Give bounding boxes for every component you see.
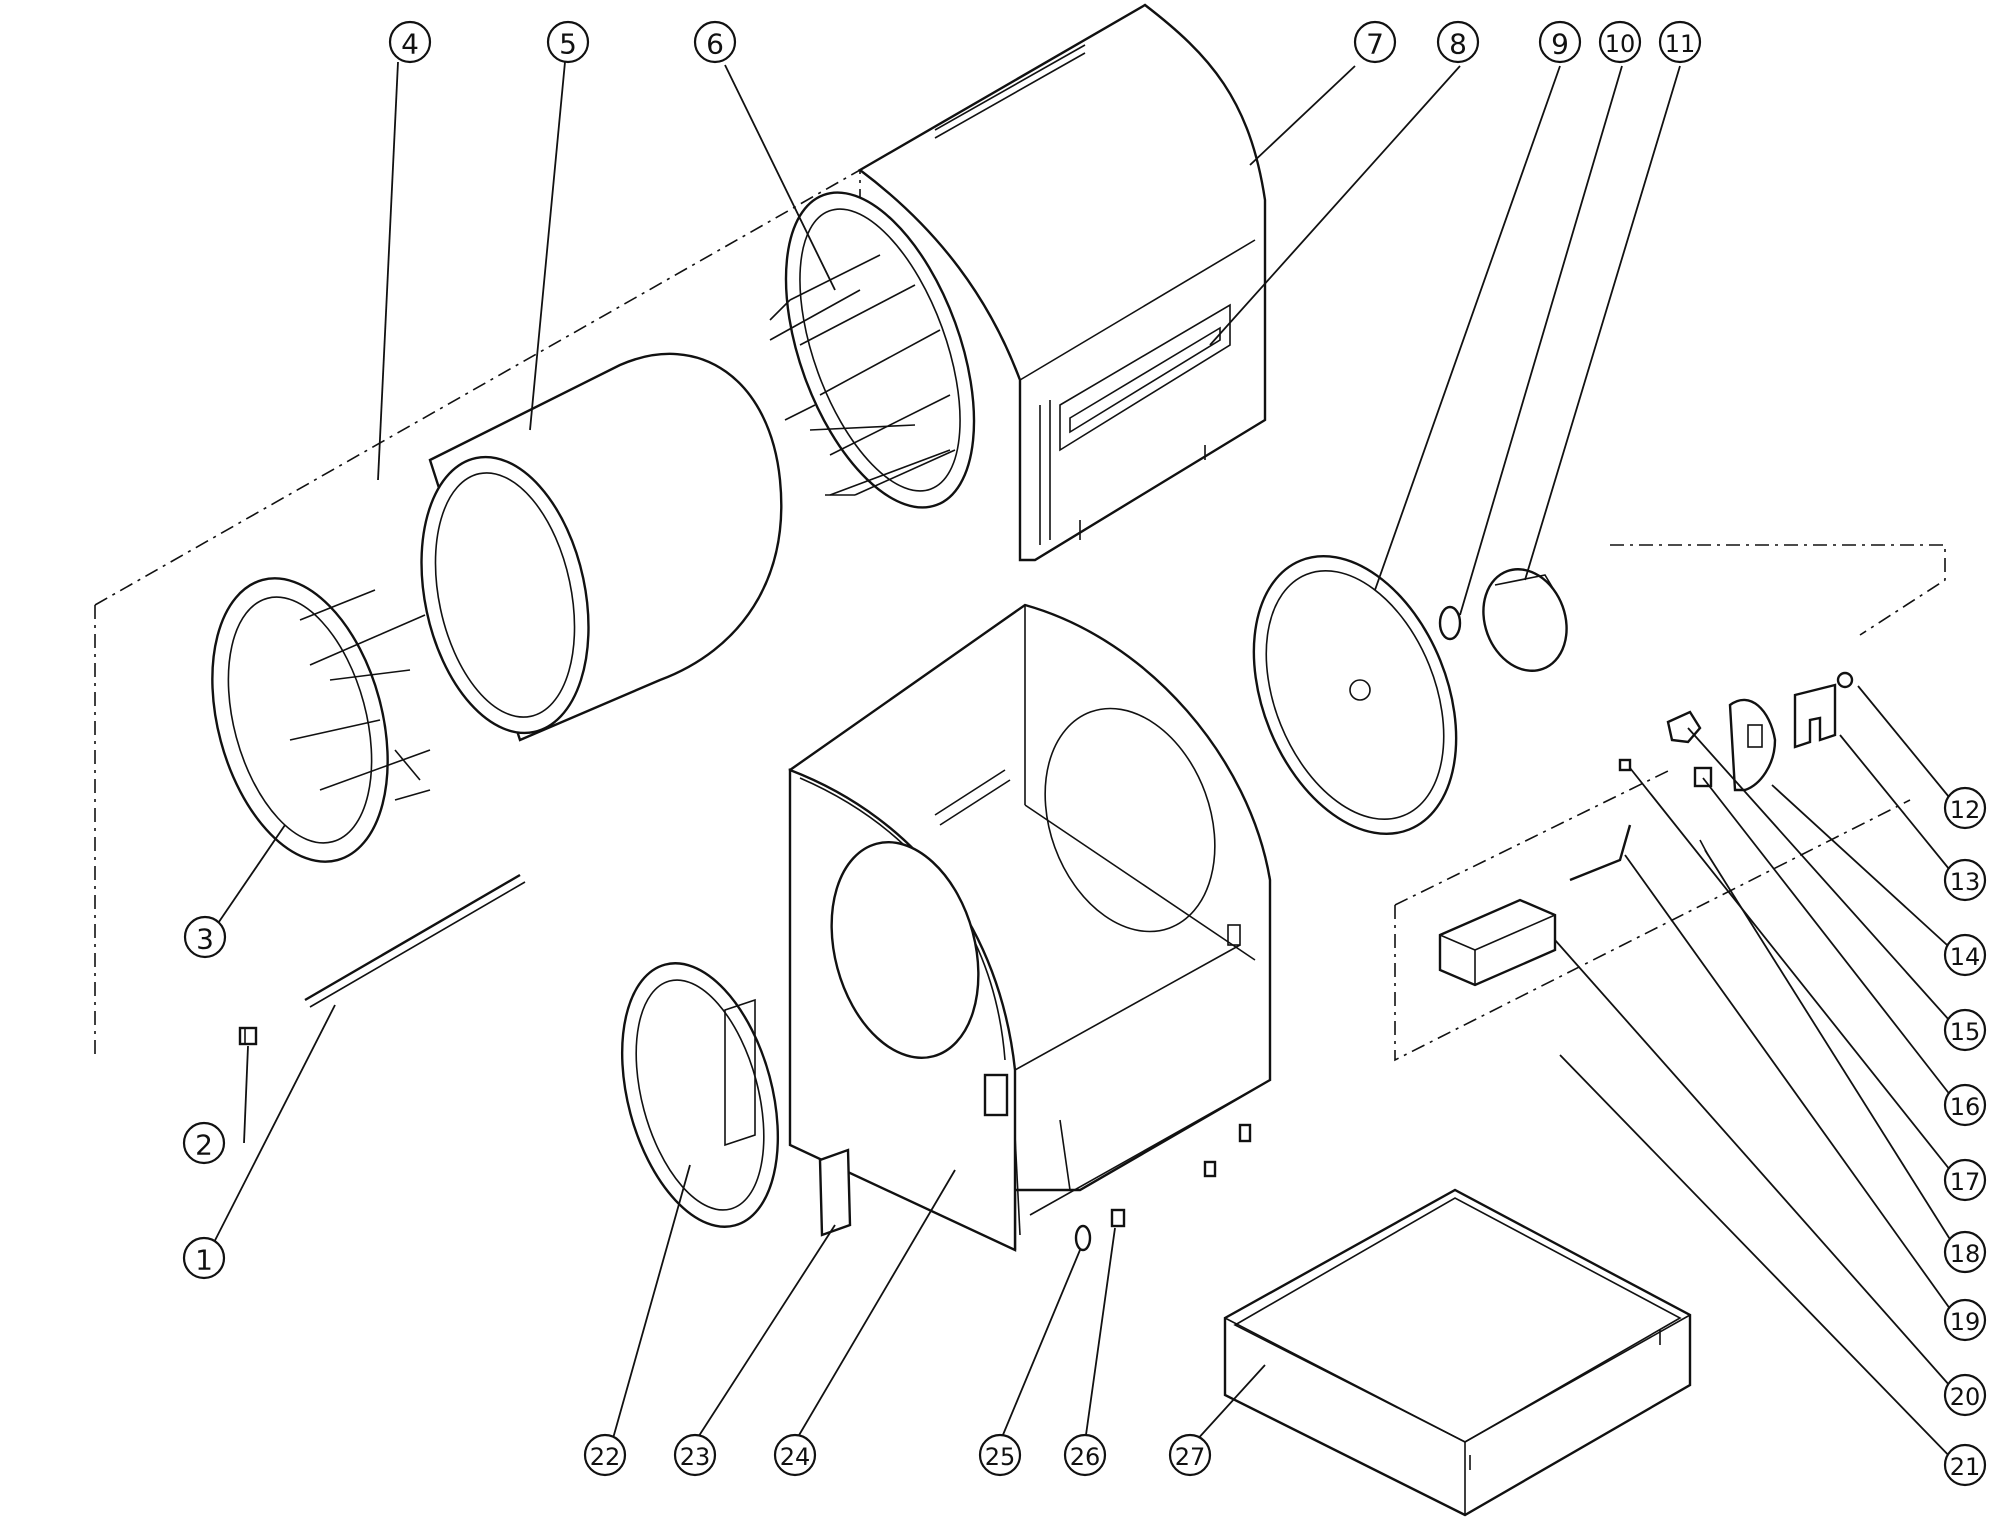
part-switch (1666, 710, 1702, 744)
callout-1: 1 (182, 1236, 226, 1280)
svg-text:16: 16 (1950, 1093, 1981, 1121)
svg-text:5: 5 (559, 28, 577, 61)
part-control-box (1438, 898, 1557, 987)
callout-21: 21 (1943, 1443, 1987, 1487)
svg-text:19: 19 (1950, 1308, 1981, 1336)
part-front-drum-ring (211, 577, 431, 863)
part-base-tray (1223, 1188, 1692, 1517)
callout-3: 3 (183, 915, 227, 959)
part-timer-housing (1728, 698, 1777, 792)
callout-2: 2 (182, 1121, 226, 1165)
part-drum (420, 352, 783, 742)
svg-text:2: 2 (195, 1129, 213, 1162)
callout-6: 6 (693, 20, 737, 64)
svg-text:25: 25 (985, 1443, 1016, 1471)
svg-text:21: 21 (1950, 1453, 1981, 1481)
callout-16: 16 (1943, 1083, 1987, 1127)
svg-text:13: 13 (1950, 868, 1981, 896)
svg-text:20: 20 (1950, 1383, 1981, 1411)
callout-5: 5 (546, 20, 590, 64)
callout-bubbles: 4 5 6 7 8 9 10 11 12 13 14 15 16 17 18 1… (182, 20, 1987, 1487)
part-rear-drum-ring (769, 191, 976, 509)
callout-15: 15 (1943, 1008, 1987, 1052)
part-top-cabinet (857, 3, 1267, 562)
callout-7: 7 (1353, 20, 1397, 64)
controls-assembly-boundary (1394, 544, 1946, 1062)
svg-text:8: 8 (1449, 28, 1467, 61)
svg-text:23: 23 (680, 1443, 711, 1471)
svg-text:24: 24 (780, 1443, 811, 1471)
part-relay (1693, 766, 1713, 788)
callout-26: 26 (1063, 1433, 1107, 1477)
callout-24: 24 (773, 1433, 817, 1477)
callout-22: 22 (583, 1433, 627, 1477)
svg-text:14: 14 (1950, 943, 1981, 971)
part-main-cabinet (788, 603, 1272, 1252)
part-front-door-ring (620, 962, 780, 1228)
svg-text:1: 1 (195, 1244, 213, 1277)
svg-text:22: 22 (590, 1443, 621, 1471)
svg-text:15: 15 (1950, 1018, 1981, 1046)
callout-20: 20 (1943, 1373, 1987, 1417)
svg-text:11: 11 (1665, 30, 1696, 58)
svg-text:27: 27 (1175, 1443, 1206, 1471)
svg-text:17: 17 (1950, 1168, 1981, 1196)
callout-14: 14 (1943, 933, 1987, 977)
callout-11: 11 (1658, 20, 1702, 64)
svg-text:12: 12 (1950, 796, 1981, 824)
callout-17: 17 (1943, 1158, 1987, 1202)
svg-text:7: 7 (1366, 28, 1384, 61)
leader-lines (204, 61, 1959, 1466)
svg-text:18: 18 (1950, 1240, 1981, 1268)
callout-12: 12 (1943, 786, 1987, 830)
callout-25: 25 (978, 1433, 1022, 1477)
part-sensor (1618, 758, 1632, 772)
part-knob (1836, 671, 1854, 689)
part-bracket-plate (1793, 683, 1837, 749)
svg-text:3: 3 (196, 923, 214, 956)
svg-text:4: 4 (401, 28, 419, 61)
part-mounting-plate (1252, 555, 1458, 835)
callout-18: 18 (1943, 1230, 1987, 1274)
callout-4: 4 (388, 20, 432, 64)
callout-23: 23 (673, 1433, 717, 1477)
svg-text:26: 26 (1070, 1443, 1101, 1471)
callout-19: 19 (1943, 1298, 1987, 1342)
part-pulley (1438, 605, 1462, 641)
svg-text:6: 6 (706, 28, 724, 61)
svg-text:9: 9 (1551, 28, 1569, 61)
part-foot (1074, 1224, 1092, 1252)
callout-27: 27 (1168, 1433, 1212, 1477)
part-rod (304, 873, 526, 1008)
part-wire-lead (1569, 824, 1632, 882)
part-plate (818, 1148, 852, 1237)
part-motor (1482, 568, 1568, 672)
callout-13: 13 (1943, 858, 1987, 902)
callout-9: 9 (1538, 20, 1582, 64)
callout-10: 10 (1598, 20, 1642, 64)
svg-text:10: 10 (1605, 30, 1636, 58)
part-clip (238, 1026, 258, 1046)
part-screw (1110, 1123, 1252, 1228)
callout-8: 8 (1436, 20, 1480, 64)
